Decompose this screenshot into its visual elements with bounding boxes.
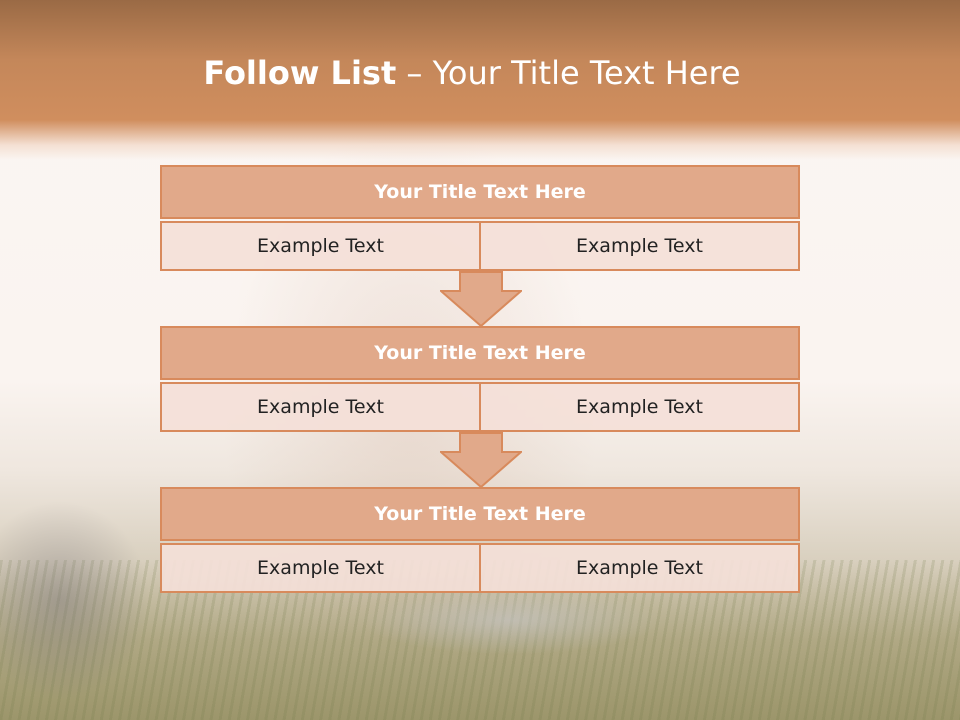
down-arrow-icon	[440, 271, 522, 327]
background-skate-left	[0, 500, 150, 700]
block-row: Example Text Example Text	[160, 543, 800, 593]
down-arrow-icon	[440, 432, 522, 488]
block-cell-right: Example Text	[481, 382, 800, 432]
block-row: Example Text Example Text	[160, 221, 800, 271]
slide-title: Follow List – Your Title Text Here	[0, 54, 944, 92]
block-cell-right: Example Text	[481, 543, 800, 593]
block-cell-left: Example Text	[160, 382, 481, 432]
block-cell-left: Example Text	[160, 543, 481, 593]
slide-title-bold: Follow List	[203, 54, 397, 92]
list-block-3: Your Title Text Here Example Text Exampl…	[160, 487, 800, 593]
background-skate-right	[360, 585, 660, 655]
block-cell-right: Example Text	[481, 221, 800, 271]
header-band	[0, 0, 960, 160]
list-block-2: Your Title Text Here Example Text Exampl…	[160, 326, 800, 432]
block-title: Your Title Text Here	[160, 487, 800, 541]
block-row: Example Text Example Text	[160, 382, 800, 432]
slide-title-rest: – Your Title Text Here	[406, 54, 741, 92]
block-cell-left: Example Text	[160, 221, 481, 271]
list-block-1: Your Title Text Here Example Text Exampl…	[160, 165, 800, 271]
block-title: Your Title Text Here	[160, 326, 800, 380]
block-title: Your Title Text Here	[160, 165, 800, 219]
